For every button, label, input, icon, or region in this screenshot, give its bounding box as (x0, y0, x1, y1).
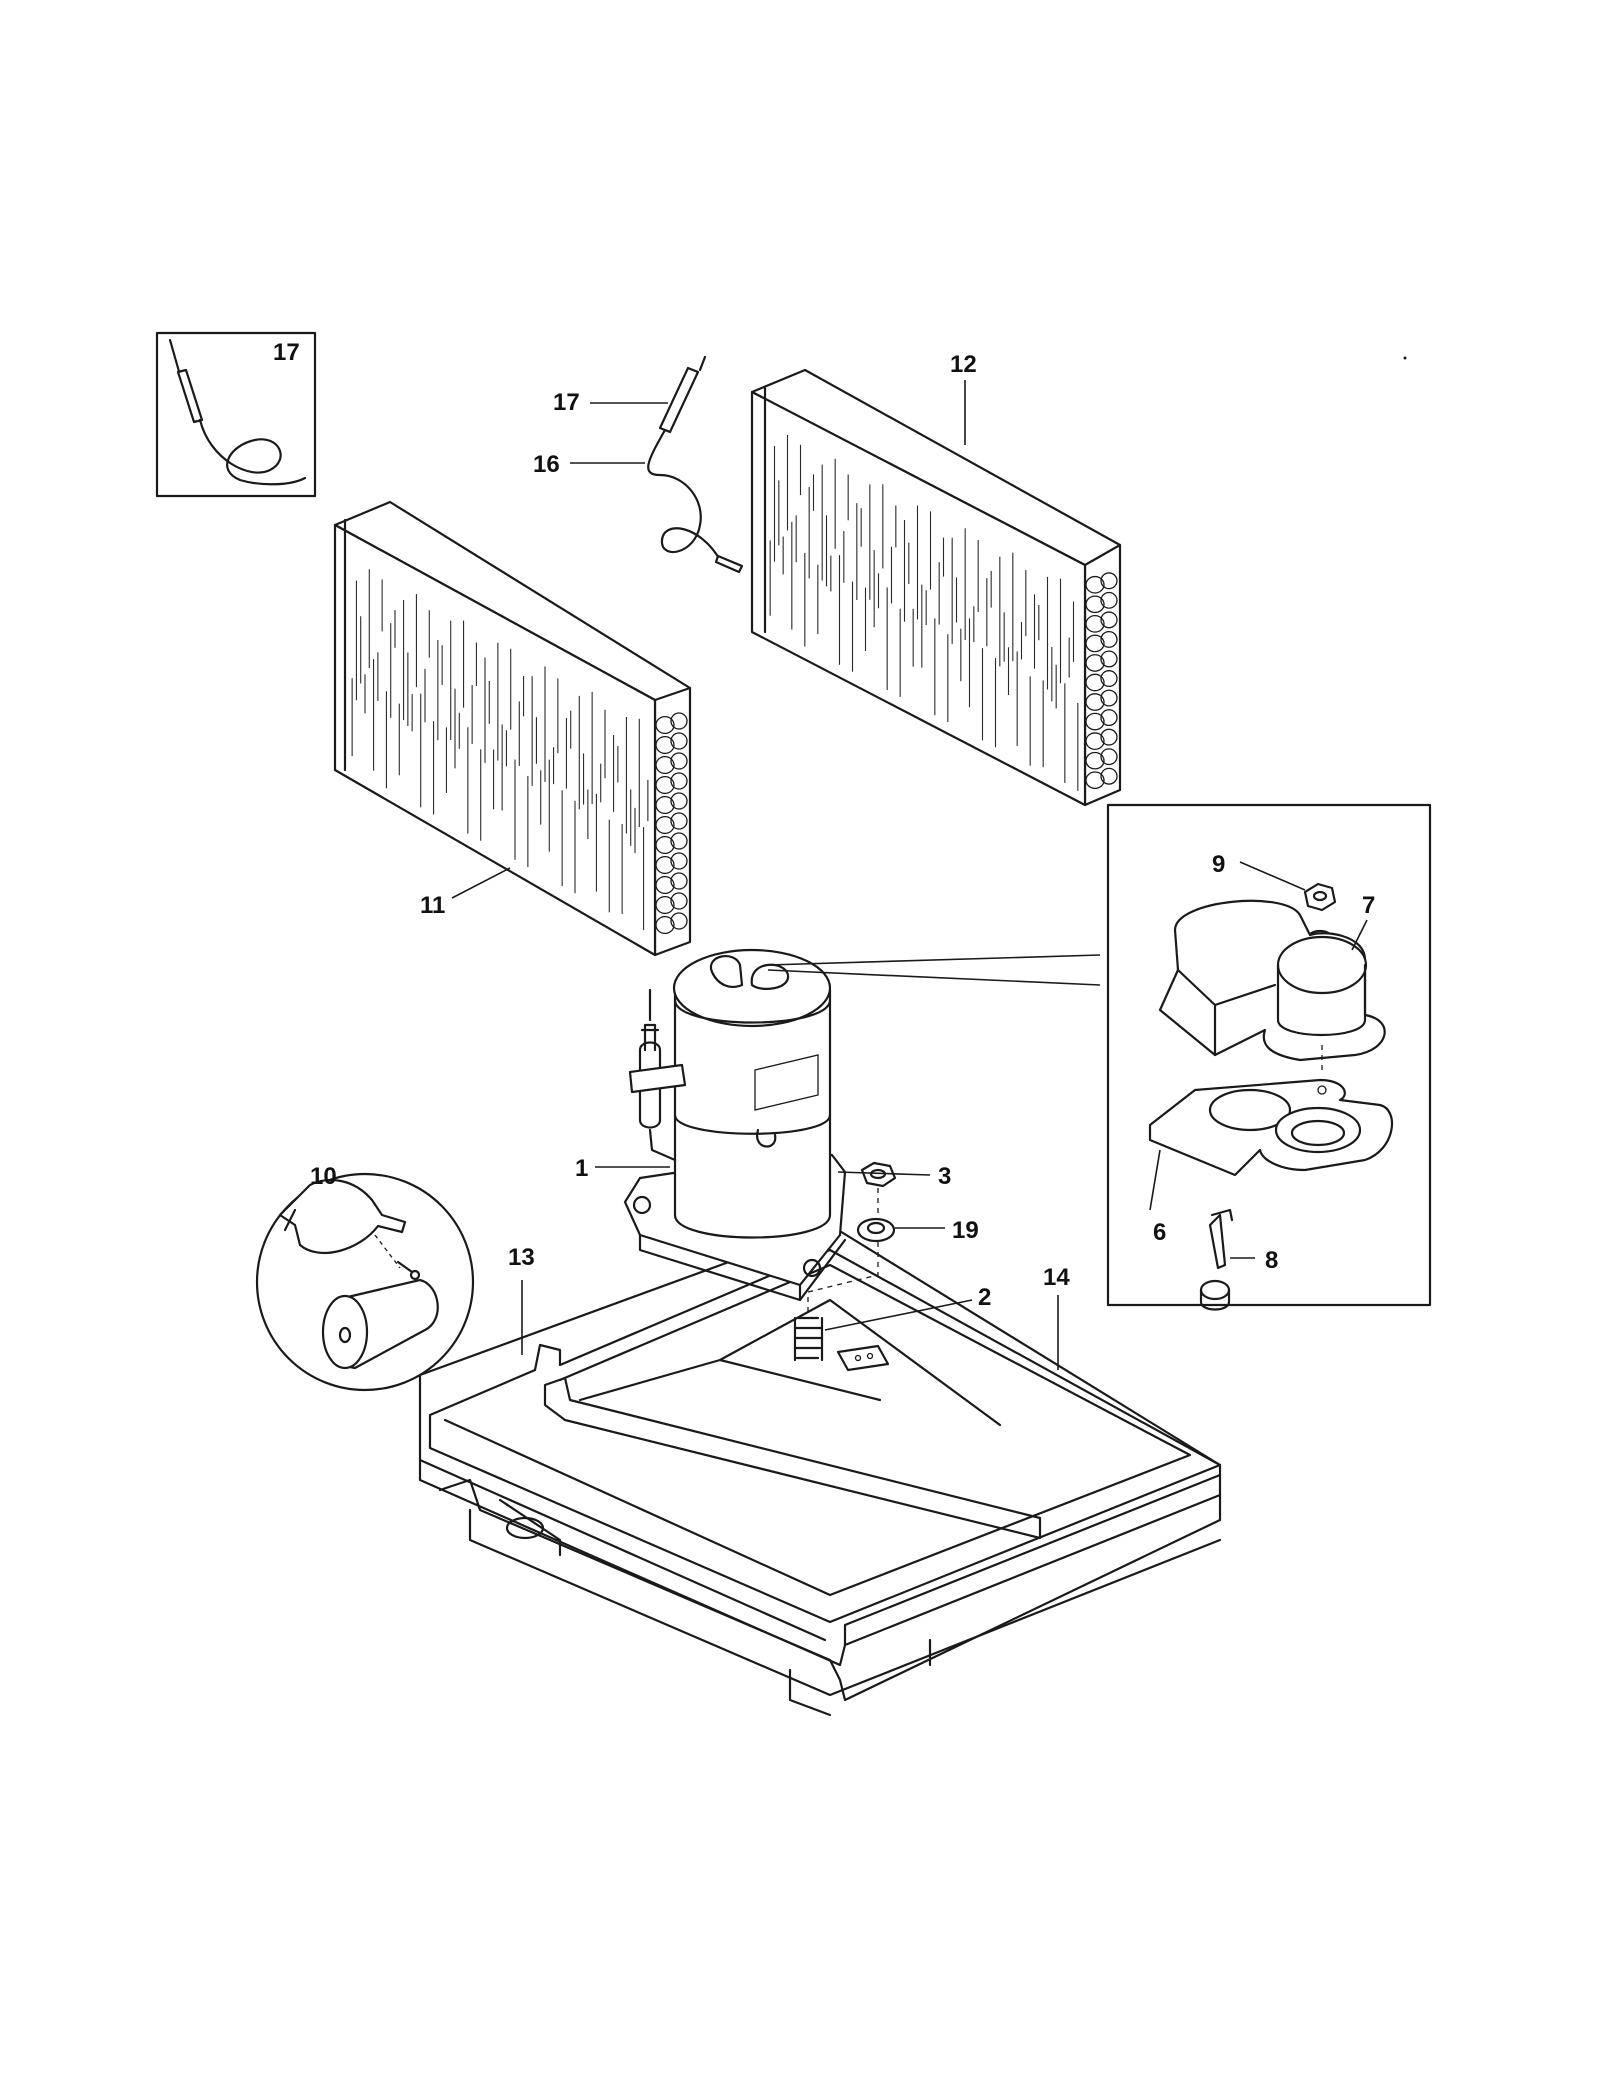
callout-17: 17 (553, 389, 580, 416)
callout-17-inset: 17 (273, 339, 300, 366)
callout-13: 13 (508, 1244, 535, 1271)
callout-3: 3 (938, 1163, 951, 1190)
inset-part-10 (255, 1172, 475, 1392)
coil-11 (333, 500, 692, 957)
callout-8: 8 (1265, 1247, 1278, 1274)
inset-terminal-cover (1106, 803, 1432, 1311)
callout-12: 12 (950, 351, 977, 378)
callout-9: 9 (1212, 851, 1225, 878)
callout-6: 6 (1153, 1219, 1166, 1246)
nut-3 (860, 1161, 897, 1188)
compressor-1 (623, 948, 847, 1302)
base-pan-13-14 (418, 1223, 1222, 1717)
callout-10: 10 (310, 1163, 337, 1190)
callout-2: 2 (978, 1284, 991, 1311)
spring-2 (793, 1316, 824, 1362)
callout-7: 7 (1362, 892, 1375, 919)
callout-14: 14 (1043, 1264, 1070, 1291)
callout-11: 11 (420, 892, 445, 919)
stray-dot (1403, 356, 1407, 360)
callout-16: 16 (533, 451, 560, 478)
capillary-16-17 (647, 355, 744, 574)
washer-19 (856, 1217, 896, 1243)
coil-12 (750, 368, 1122, 807)
inset-part-17 (155, 331, 317, 498)
callout-1: 1 (575, 1155, 588, 1182)
callout-19: 19 (952, 1217, 979, 1244)
leader-lines (451, 380, 1368, 1370)
